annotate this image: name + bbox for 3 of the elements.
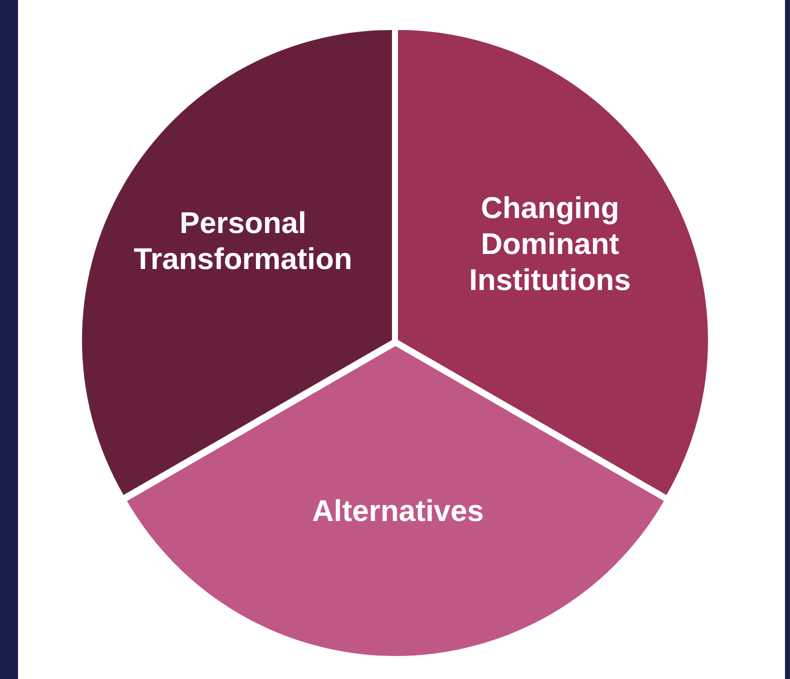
slice-label: Changing Dominant Institutions: [468, 191, 632, 299]
slice-label: Personal Transformation: [132, 206, 354, 278]
slice-label: Alternatives: [311, 494, 485, 530]
